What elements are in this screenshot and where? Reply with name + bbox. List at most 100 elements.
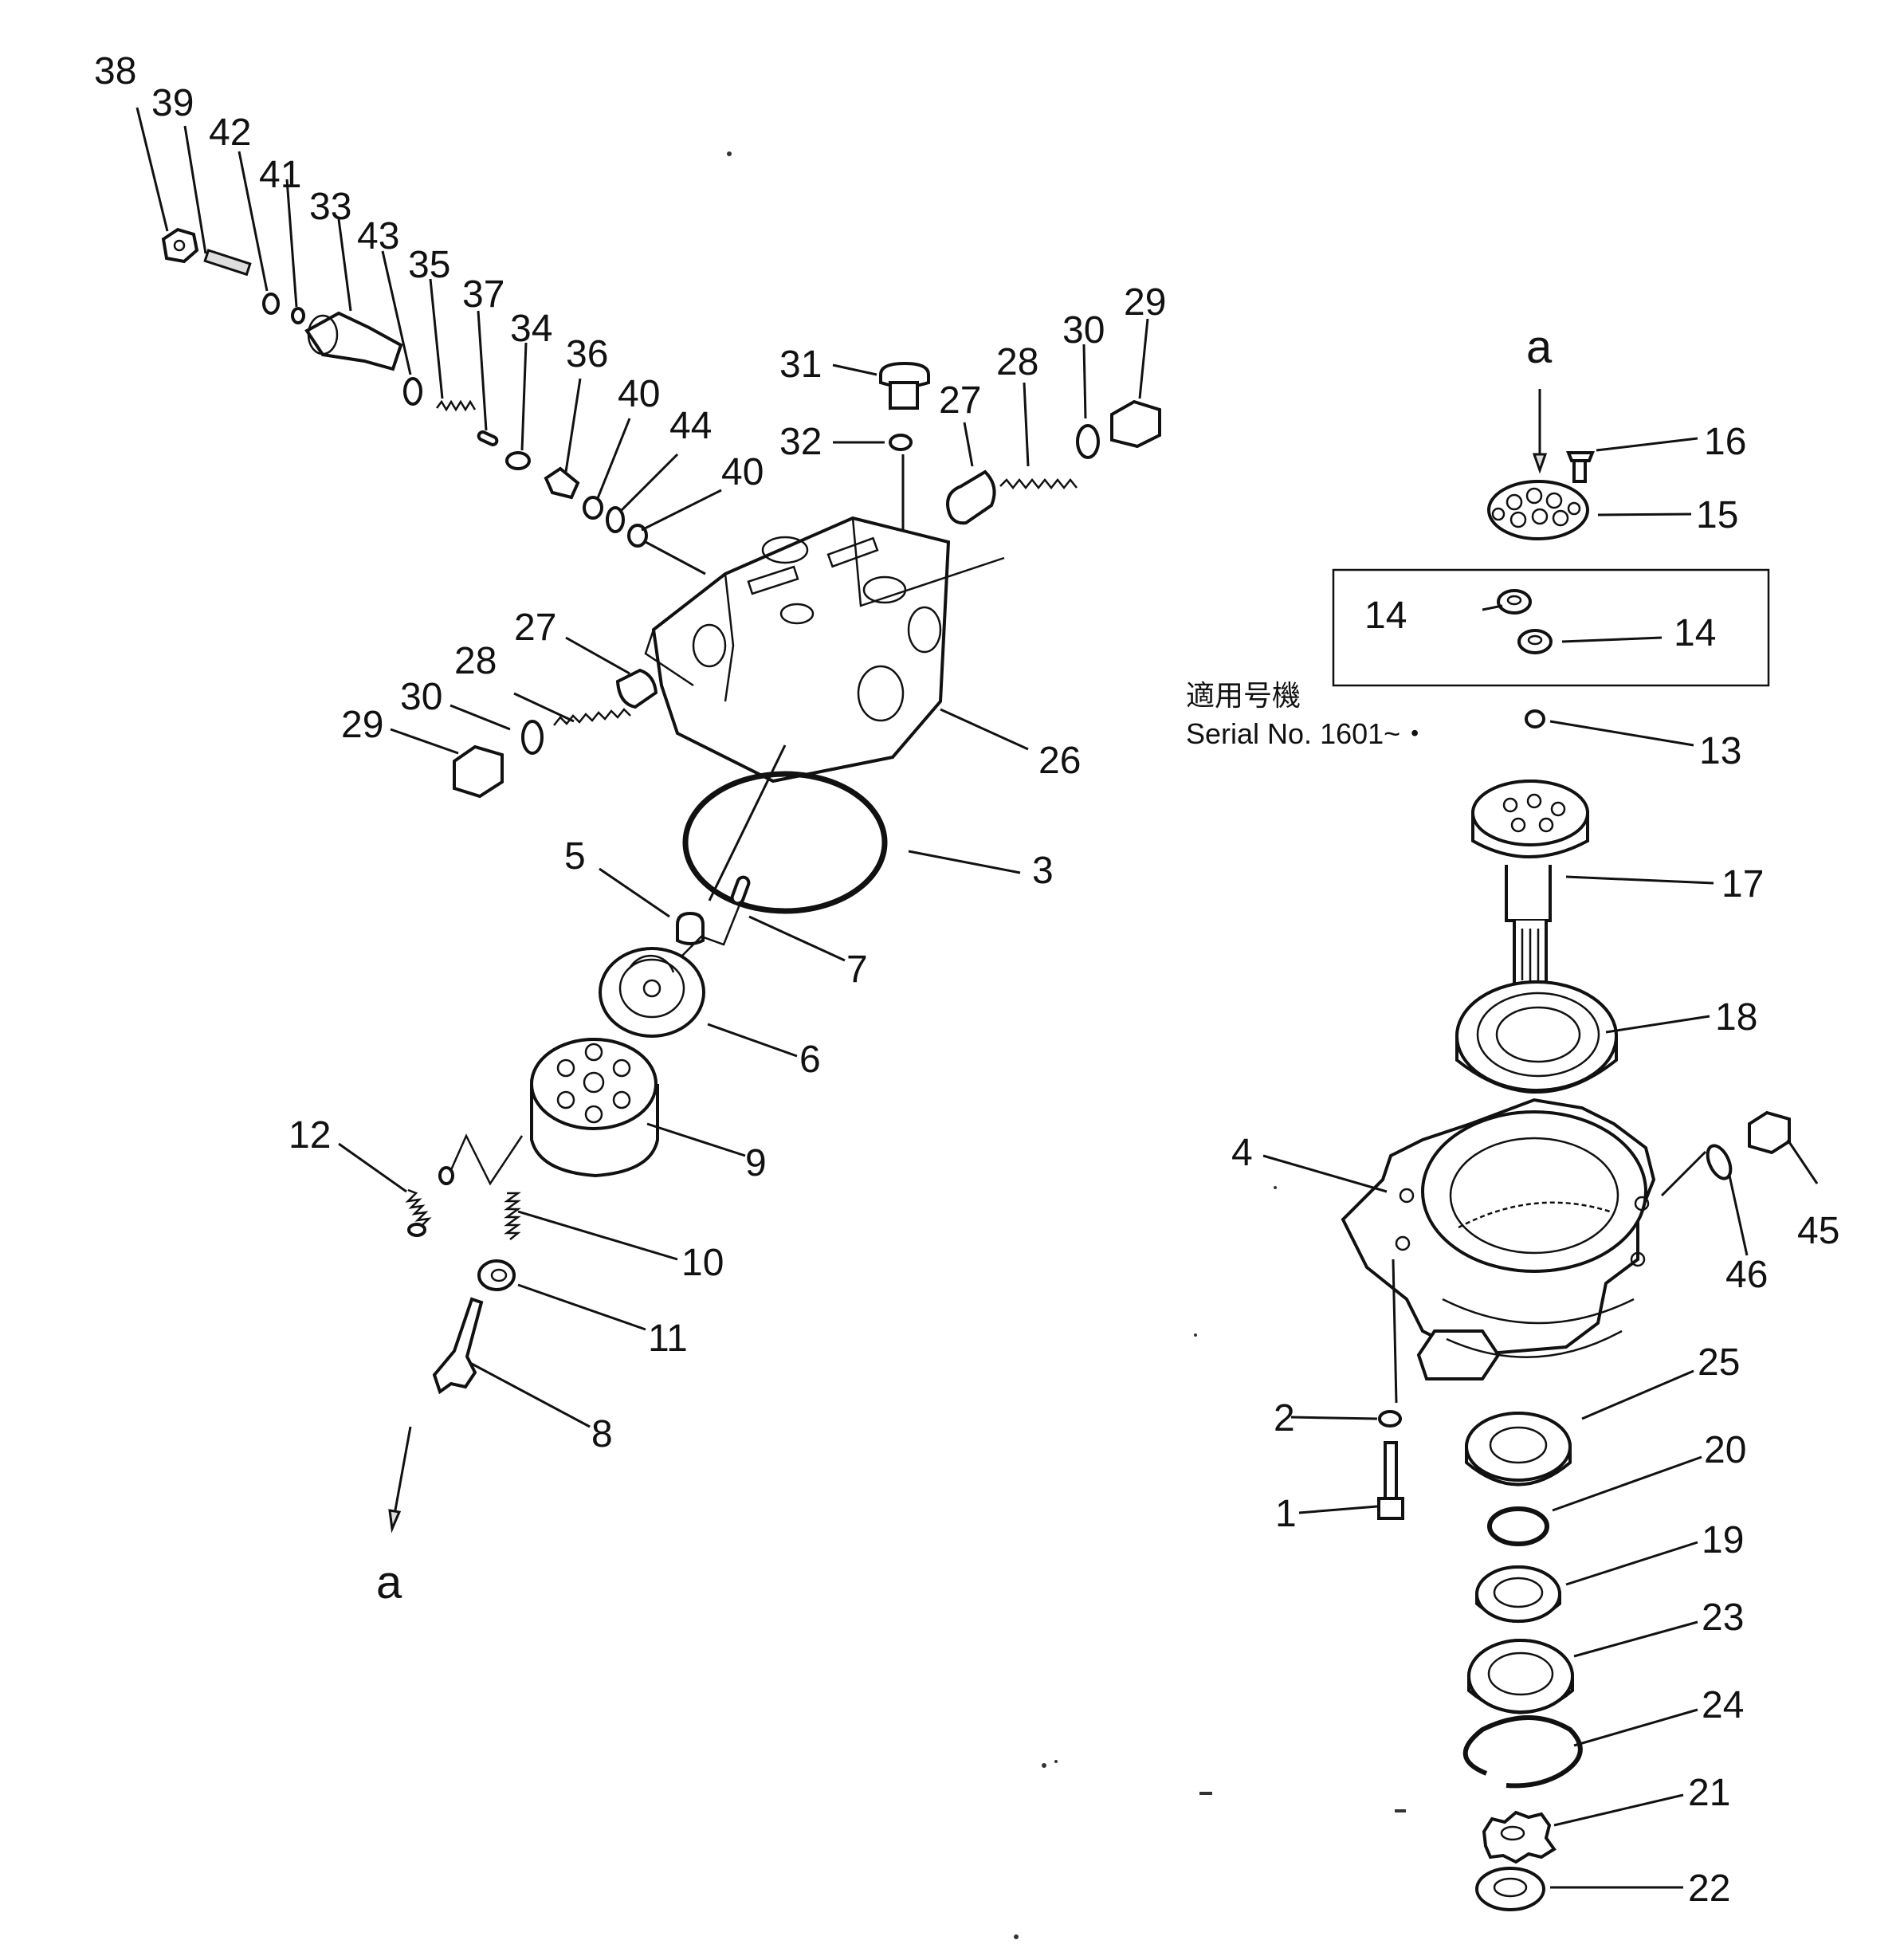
part-1-bolt — [1377, 1441, 1404, 1520]
callout-39: 39 — [151, 82, 194, 124]
part-4-motor-housing — [1341, 1098, 1656, 1404]
callout-34: 34 — [510, 308, 552, 350]
part-27-poppet-lower — [615, 668, 658, 709]
part-15-retainer-plate — [1487, 480, 1589, 540]
callout-32: 32 — [779, 421, 822, 463]
part-39-screw — [203, 249, 252, 277]
callout-17: 17 — [1721, 863, 1764, 905]
part-45-plug — [1748, 1110, 1791, 1155]
callout-29-upper: 29 — [1124, 281, 1166, 324]
part-46-oring — [1706, 1144, 1733, 1180]
callout-28-lower: 28 — [454, 640, 497, 682]
part-36-poppet — [544, 466, 580, 500]
part-35-spring — [436, 399, 477, 412]
part-40-ring — [583, 496, 603, 520]
callout-45: 45 — [1797, 1210, 1839, 1252]
callout-18: 18 — [1715, 996, 1757, 1039]
callout-14-right: 14 — [1674, 612, 1716, 654]
part-19-seal — [1475, 1565, 1561, 1623]
callout-33: 33 — [309, 186, 351, 228]
part-2-washer — [1378, 1410, 1402, 1428]
callout-16: 16 — [1704, 421, 1746, 463]
part-14-washer-a — [1497, 589, 1532, 615]
callout-38: 38 — [94, 50, 136, 92]
callout-20: 20 — [1704, 1429, 1746, 1471]
callout-43: 43 — [357, 215, 399, 257]
callout-42: 42 — [209, 112, 251, 154]
callout-14-left: 14 — [1364, 595, 1407, 637]
small-pins — [669, 875, 751, 969]
top-plug-parts — [879, 361, 930, 532]
part-24-snap-ring — [1462, 1715, 1583, 1789]
part-11-bushing — [477, 1259, 516, 1291]
scan-specks — [727, 151, 1406, 1939]
callout-26: 26 — [1038, 740, 1081, 782]
callout-4: 4 — [1231, 1132, 1253, 1174]
part-27-poppet-upper — [946, 469, 996, 525]
callout-13: 13 — [1699, 730, 1741, 772]
callout-15: 15 — [1696, 494, 1738, 536]
callout-41: 41 — [259, 154, 301, 196]
serial-note-line1: 適用号機 — [1186, 679, 1301, 712]
callout-27-upper: 27 — [939, 379, 981, 422]
callout-30-lower: 30 — [400, 676, 442, 718]
part-20-oring — [1487, 1506, 1549, 1546]
callout-labels: 38 39 42 41 33 43 35 37 34 36 40 44 40 3… — [94, 50, 1839, 1910]
callout-27-lower: 27 — [514, 607, 556, 649]
part-43-oring — [403, 377, 422, 406]
leaders-left — [135, 107, 1149, 1428]
part-42-washer — [262, 293, 280, 315]
part-32-oring — [889, 434, 913, 451]
part-28-spring-upper — [999, 477, 1078, 490]
part-41-ring — [291, 307, 305, 324]
callout-40a: 40 — [618, 373, 660, 415]
part-44-oring — [606, 506, 625, 533]
callout-9: 9 — [745, 1142, 767, 1184]
callout-31: 31 — [779, 344, 822, 386]
part-21-lock-washer — [1482, 1810, 1557, 1864]
part-22-nut — [1475, 1867, 1545, 1911]
serial-change-box — [1332, 568, 1770, 687]
part-38-nut — [161, 227, 199, 264]
callout-10: 10 — [681, 1242, 724, 1284]
part-13-ball — [1525, 709, 1545, 729]
leaders-right — [1262, 437, 1819, 1889]
part-26-valve-housing — [644, 516, 1005, 783]
callout-29-lower: 29 — [341, 704, 383, 746]
callout-28-upper: 28 — [996, 341, 1038, 383]
part-8-shaft — [432, 1297, 484, 1395]
part-7-pin — [730, 875, 751, 905]
callout-22: 22 — [1688, 1867, 1730, 1910]
part-6-valve-plate — [599, 947, 705, 1038]
callout-30-upper: 30 — [1062, 309, 1105, 351]
part-23-bearing — [1467, 1639, 1574, 1714]
callout-23: 23 — [1702, 1596, 1744, 1639]
relief-valve-parts — [161, 227, 706, 575]
callout-25: 25 — [1698, 1341, 1740, 1384]
part-25-bearing — [1465, 1412, 1572, 1486]
lower-left-parts — [388, 1133, 524, 1534]
part-29-plug-lower — [453, 744, 504, 799]
callout-21: 21 — [1688, 1772, 1730, 1814]
callout-6: 6 — [799, 1039, 821, 1081]
part-12-spring — [405, 1188, 432, 1233]
part-33-cartridge — [304, 311, 403, 371]
part-5-bushing — [676, 911, 705, 945]
part-30-oring-lower — [521, 720, 544, 755]
part-30-oring-upper — [1076, 424, 1100, 459]
part-17-shaft — [1471, 780, 1589, 991]
part-28-spring-lower — [553, 708, 631, 726]
part-29-plug-upper — [1110, 399, 1161, 449]
serial-note-line2: Serial No. 1601~・ — [1186, 717, 1429, 750]
part-16-screw — [1566, 451, 1595, 483]
callout-2: 2 — [1274, 1397, 1295, 1439]
upper-right-relief-parts — [946, 399, 1161, 525]
callout-19: 19 — [1702, 1519, 1744, 1561]
callout-5: 5 — [564, 835, 586, 878]
part-14-washer-b — [1517, 629, 1553, 654]
callout-7: 7 — [846, 948, 868, 991]
callout-3: 3 — [1032, 850, 1054, 892]
callout-37: 37 — [462, 273, 504, 316]
part-10-spring — [504, 1192, 521, 1240]
